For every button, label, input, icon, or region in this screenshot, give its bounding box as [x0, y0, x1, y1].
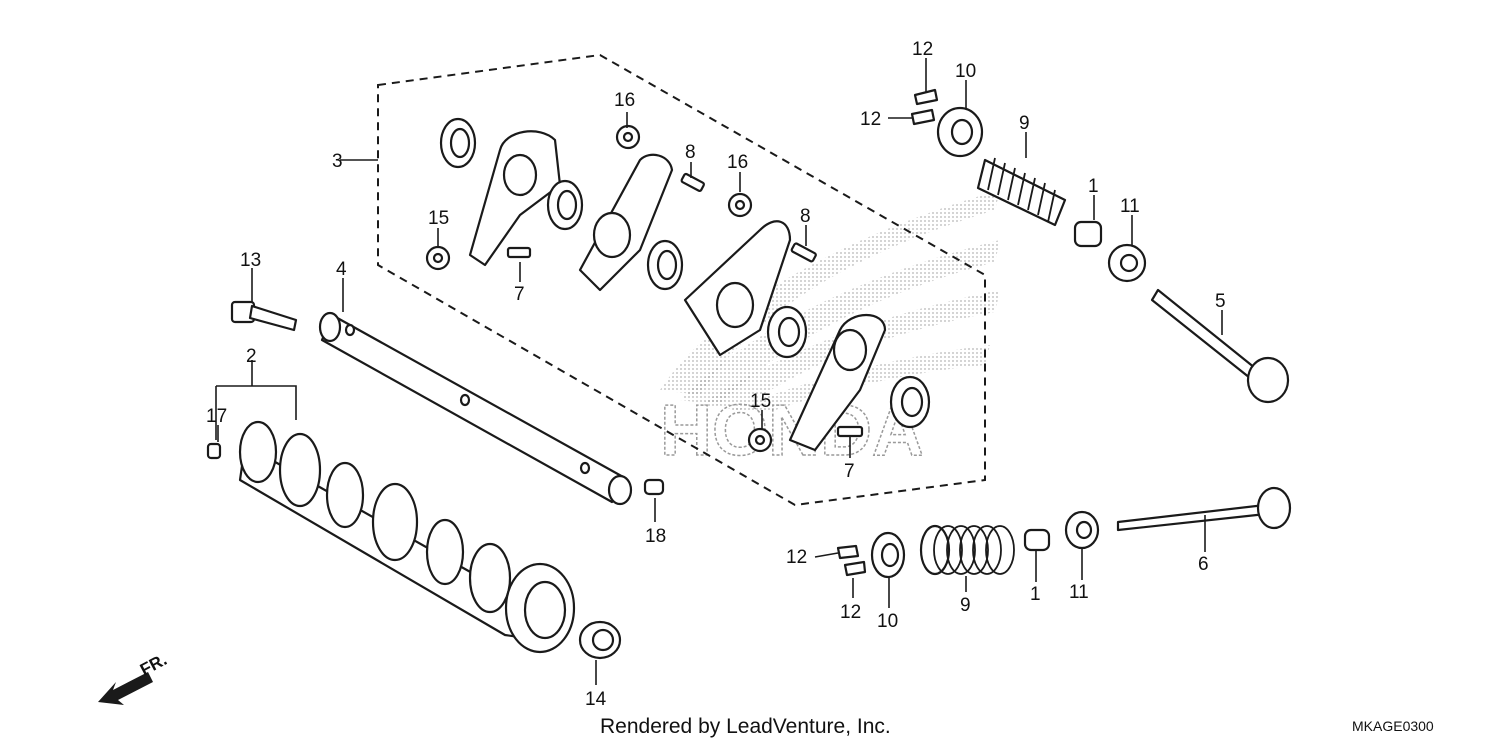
valve-stem-seal	[1023, 528, 1051, 552]
callout-2: 2	[246, 346, 257, 367]
callout-17: 17	[206, 406, 227, 427]
washer	[546, 179, 584, 231]
adjusting-screw	[680, 172, 705, 192]
camshaft-end-nut	[578, 620, 622, 660]
intake-valve	[1150, 288, 1290, 404]
rocker-arm	[578, 153, 674, 292]
valve-spring-retainer	[870, 531, 906, 579]
adjusting-screw	[836, 425, 864, 438]
honda-watermark-text: HONDA	[660, 391, 924, 471]
rendered-by-credit: Rendered by LeadVenture, Inc.	[600, 715, 891, 738]
rocker-arm-group-box	[377, 53, 986, 507]
valve-spring-seat	[1107, 243, 1147, 283]
washer	[766, 305, 808, 359]
washer	[646, 239, 684, 291]
valve-spring	[976, 157, 1067, 227]
callout-7: 7	[844, 461, 855, 482]
front-arrow-icon	[98, 672, 153, 705]
callout-11: 11	[1120, 196, 1140, 217]
adjusting-screw	[506, 246, 532, 259]
callout-18: 18	[645, 526, 666, 547]
valve-cotter	[910, 88, 939, 126]
callout-9: 9	[960, 595, 971, 616]
front-label: FR.	[137, 650, 170, 680]
callout-16: 16	[727, 152, 748, 173]
callout-16: 16	[614, 90, 635, 111]
callout-7: 7	[514, 284, 525, 305]
callout-1: 1	[1088, 176, 1099, 197]
callout-12: 12	[786, 547, 807, 568]
honda-wing-watermark: HONDA	[659, 190, 1000, 472]
valve-spring-retainer	[936, 106, 984, 158]
lock-nut	[425, 245, 451, 271]
callout-11: 11	[1069, 582, 1089, 603]
callout-13: 13	[240, 250, 261, 271]
dowel-pin	[643, 478, 665, 496]
lock-nut	[747, 427, 773, 453]
adjusting-screw	[790, 242, 817, 263]
valve-cotter	[836, 544, 867, 577]
callout-8: 8	[685, 142, 696, 163]
callout-6: 6	[1198, 554, 1209, 575]
callout-14: 14	[585, 689, 607, 710]
front-direction-indicator: FR.	[98, 650, 170, 705]
callout-1: 1	[1030, 584, 1041, 605]
exhaust-valve	[1116, 486, 1292, 532]
valve-spring	[919, 524, 1015, 576]
camshaft	[238, 420, 576, 654]
callout-12: 12	[912, 39, 933, 60]
callout-15: 15	[428, 208, 449, 229]
callout-9: 9	[1019, 113, 1030, 134]
callout-8: 8	[800, 206, 811, 227]
rocker-arm	[788, 314, 887, 452]
valve-spring-seat	[1064, 510, 1100, 550]
callout-15: 15	[750, 391, 771, 412]
callout-10: 10	[955, 61, 976, 82]
leader-lines	[215, 58, 1223, 685]
diagram-code: MKAGE0300	[1352, 718, 1434, 734]
bolt	[230, 300, 298, 332]
callout-12: 12	[860, 109, 881, 130]
valve-stem-seal	[1073, 220, 1103, 248]
callout-labels: 3 13 4 2 17 18 14 16 8 16 8 15 7 15 7 12…	[206, 39, 1226, 710]
rocker-shaft	[318, 311, 633, 506]
lock-nut	[727, 192, 753, 218]
callout-3: 3	[332, 151, 343, 172]
washer	[439, 117, 477, 169]
callout-4: 4	[336, 259, 347, 280]
callout-10: 10	[877, 611, 898, 632]
callout-5: 5	[1215, 291, 1226, 312]
rocker-arm	[683, 220, 792, 357]
lock-nut	[615, 124, 641, 150]
dowel-pin	[206, 442, 222, 460]
callout-12: 12	[840, 602, 861, 623]
rocker-arm	[468, 130, 562, 267]
washer	[889, 375, 931, 429]
